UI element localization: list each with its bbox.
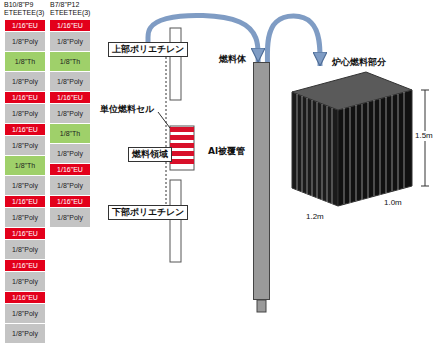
fuel-layer-cell: 1/8"Poly [5, 240, 45, 259]
fuel-layer-cell: 1/16"EU [5, 20, 45, 31]
fuel-layer-cell: 1/16"EU [5, 292, 45, 303]
node-text: 1/16"EU [57, 22, 83, 30]
node-text: 1/8"Th [15, 58, 35, 66]
node-text: 1/8"Poly [12, 78, 38, 86]
node-text: 1/8"Poly [57, 214, 83, 222]
node-text: 1/16"EU [12, 198, 38, 206]
node-text: 1/8"Poly [12, 182, 38, 190]
node-text: 1/8"Poly [12, 38, 38, 46]
node-text: 1/16"EU [12, 262, 38, 270]
dimension-label: 1.0m [384, 198, 402, 208]
label-text: Al被覆管 [208, 146, 245, 156]
node-text: 下部ポリエチレン [112, 207, 184, 217]
polyethylene-box: 下部ポリエチレン [108, 205, 188, 220]
fuel-layer-cell: 1/16"EU [50, 20, 90, 31]
fuel-layer-cell: 1/16"EU [50, 196, 90, 207]
fuel-layer-cell: 1/16"EU [50, 164, 90, 175]
node-text: 1/16"EU [12, 94, 38, 102]
node-heading: 炉心燃料部分 [332, 57, 386, 67]
column-header: B10/8"P9 ETEETEE(3) [4, 1, 50, 17]
fuel-layer-cell: 1/8"Poly [50, 176, 90, 195]
dimension-label: 1.2m [306, 212, 324, 222]
dotted-connector [166, 57, 167, 147]
node-text: 1/8"Th [15, 162, 35, 170]
node-text: 1/8"Poly [12, 246, 38, 254]
fuel-layer-cell: 1/16"EU [5, 228, 45, 239]
fuel-layer-cell: 1/16"EU [5, 260, 45, 271]
polyethylene-box: 上部ポリエチレン [108, 42, 188, 57]
node-text: 1/16"EU [12, 126, 38, 134]
upper-poly-bar [170, 28, 181, 100]
fuel-layer-cell: 1/8"Poly [5, 176, 45, 195]
node-heading: 燃料体 [219, 54, 246, 64]
node-text: 1/8"Poly [57, 38, 83, 46]
node-text: 1/8"Poly [57, 78, 83, 86]
node-text: 1/8"Th [60, 58, 80, 66]
label-text: B7/8"P12 ETEETEE(3) [50, 1, 90, 16]
fuel-layer-cell: 1/8"Poly [5, 304, 45, 323]
label-text: 単位燃料セル [100, 104, 154, 114]
part-label: 単位燃料セル [100, 104, 154, 115]
fuel-layer-cell: 1/8"Poly [50, 144, 90, 163]
fuel-region-box: 燃料領域 [128, 147, 172, 162]
leader-line [158, 112, 170, 128]
tube-tip [257, 300, 266, 312]
dimension-label: 1.5m [414, 131, 434, 141]
lower-poly-bar [170, 180, 181, 262]
core-block [292, 72, 412, 206]
fuel-layer-cell: 1/8"Poly [5, 136, 45, 155]
node-text: 1/8"Poly [12, 330, 38, 338]
label-text: B10/8"P9 ETEETEE(3) [4, 1, 44, 16]
node-text: 1/8"Poly [12, 278, 38, 286]
fuel-layer-cell: 1/16"EU [5, 124, 45, 135]
node-text: 1/16"EU [12, 230, 38, 238]
node-text: 1/16"EU [12, 294, 38, 302]
fuel-layer-cell: 1/8"Poly [5, 104, 45, 123]
label-text: 1.5m [415, 131, 433, 140]
core-fuel-block: 炉心燃料部分 [292, 66, 412, 206]
fuel-layer-cell: 1/8"Poly [5, 324, 45, 343]
fuel-layer-cell: 1/8"Poly [50, 104, 90, 123]
node-text: 1/8"Poly [57, 110, 83, 118]
node-text: 1/8"Poly [57, 182, 83, 190]
node-text: 1/8"Poly [12, 142, 38, 150]
node-text: 1/8"Th [60, 130, 80, 138]
fuel-layer-cell: 1/8"Poly [5, 272, 45, 291]
fuel-layer-cell: 1/8"Poly [50, 72, 90, 91]
fuel-layer-cell: 1/16"EU [5, 92, 45, 103]
fuel-layer-cell: 1/8"Poly [5, 208, 45, 227]
fuel-layer-cell: 1/8"Th [5, 52, 45, 71]
fuel-layer-cell: 1/8"Th [50, 52, 90, 71]
node-text: 1/8"Poly [12, 214, 38, 222]
part-label: Al被覆管 [207, 146, 246, 157]
node-text: 1/8"Poly [12, 310, 38, 318]
curved-arrow [267, 16, 320, 66]
node-text: 1/16"EU [57, 198, 83, 206]
fuel-layer-cell: 1/16"EU [5, 196, 45, 207]
fuel-layer-cell: 1/16"EU [50, 92, 90, 103]
node-text: 1/16"EU [57, 166, 83, 174]
fuel-layer-cell: 1/8"Th [5, 156, 45, 175]
label-text: 1.2m [306, 212, 324, 221]
fuel-layer-cell: 1/8"Th [50, 124, 90, 143]
node-text: 燃料領域 [132, 149, 168, 159]
node-text: 上部ポリエチレン [112, 44, 184, 54]
node-text: 1/8"Poly [12, 110, 38, 118]
fuel-layer-cell: 1/8"Poly [5, 72, 45, 91]
fuel-layer-cell: 1/8"Poly [5, 32, 45, 51]
column-header: B7/8"P12 ETEETEE(3) [50, 1, 96, 17]
dotted-connector [166, 162, 167, 205]
fuel-layer-cell: 1/8"Poly [50, 32, 90, 51]
fuel-stack [170, 126, 194, 170]
label-text: 1.0m [384, 198, 402, 207]
fuel-layer-cell: 1/8"Poly [50, 208, 90, 227]
node-text: 1/8"Poly [57, 150, 83, 158]
fuel-rod: 燃料体 [253, 62, 270, 300]
node-text: 1/16"EU [12, 22, 38, 30]
node-text: 1/16"EU [57, 94, 83, 102]
